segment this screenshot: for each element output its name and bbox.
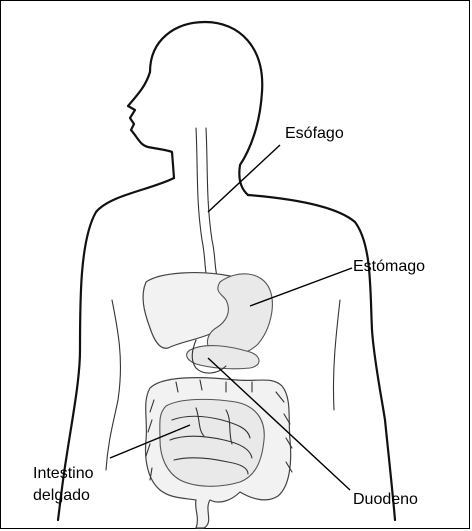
- label-small-intestine-line1: Intestino: [33, 464, 93, 484]
- body-outline-left-arm: [106, 300, 120, 470]
- small-intestine: [160, 399, 264, 486]
- label-stomach: Estómago: [353, 257, 425, 277]
- label-duodenum: Duodeno: [353, 490, 418, 510]
- body-outline-face: [128, 72, 174, 178]
- label-small-intestine-line2: delgado: [33, 486, 90, 506]
- leader-line-esophagus: [208, 145, 280, 212]
- body-outline-head: [150, 22, 262, 195]
- body-outline-right-arm: [333, 300, 340, 410]
- esophagus-tube: [196, 128, 208, 280]
- label-esophagus: Esófago: [285, 124, 344, 144]
